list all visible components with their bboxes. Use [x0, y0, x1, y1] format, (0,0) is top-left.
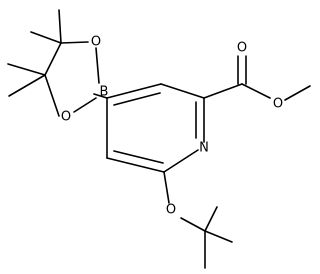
bond-carbonyl-ester-oxygen: [241, 83, 271, 99]
bond-ring-c3-c4: [106, 83, 162, 99]
atom-label-ester-oxygen: O: [273, 97, 283, 112]
bond-c4-boron: [93, 93, 108, 99]
bond-tbu-methyl-right: [204, 230, 233, 243]
atom-label-boron: B: [100, 85, 109, 100]
bonds: [7, 9, 311, 269]
atom-label-carbonyl-oxygen: O: [237, 41, 247, 56]
bond-ether-oxygen-quaternary-carbon: [180, 217, 206, 232]
bond-boron-oxygen-b: [73, 97, 97, 113]
bond-ring-c5-c6: [106, 157, 165, 173]
bond-carbon-a-carbon-b: [44, 42, 62, 76]
bond-ring-c5-c6-inner: [113, 150, 164, 164]
bond-carbon-b-methyl-b2: [8, 74, 46, 97]
bond-carbon-a-methyl-a1: [58, 9, 62, 44]
atom-label-pyridine-nitrogen: N: [199, 141, 209, 156]
bond-c6-ether-oxygen: [163, 171, 170, 204]
bond-ring-c3-c4-inner: [113, 92, 161, 106]
bond-ring-c6-n1: [163, 149, 199, 173]
bond-ester-oxygen-methyl: [284, 85, 311, 101]
atom-label-pinacol-oxygen-upper: O: [91, 35, 101, 50]
atom-labels: N O B O O O O: [61, 35, 283, 218]
bond-ring-c2-c3: [160, 83, 205, 99]
bond-carbon-a-methyl-a2: [30, 31, 62, 44]
bond-boron-oxygen-a: [95, 47, 100, 84]
bond-oxygen-b-carbon-b: [44, 74, 60, 117]
atom-label-ether-oxygen: O: [166, 203, 176, 218]
bond-c2-carbonyl-carbon: [203, 83, 243, 99]
bond-tbu-methyl-up: [204, 206, 218, 232]
bond-oxygen-a-carbon-a: [60, 41, 89, 44]
bond-carbon-b-methyl-b1: [7, 63, 46, 76]
atom-label-pinacol-oxygen-lower: O: [61, 110, 71, 125]
